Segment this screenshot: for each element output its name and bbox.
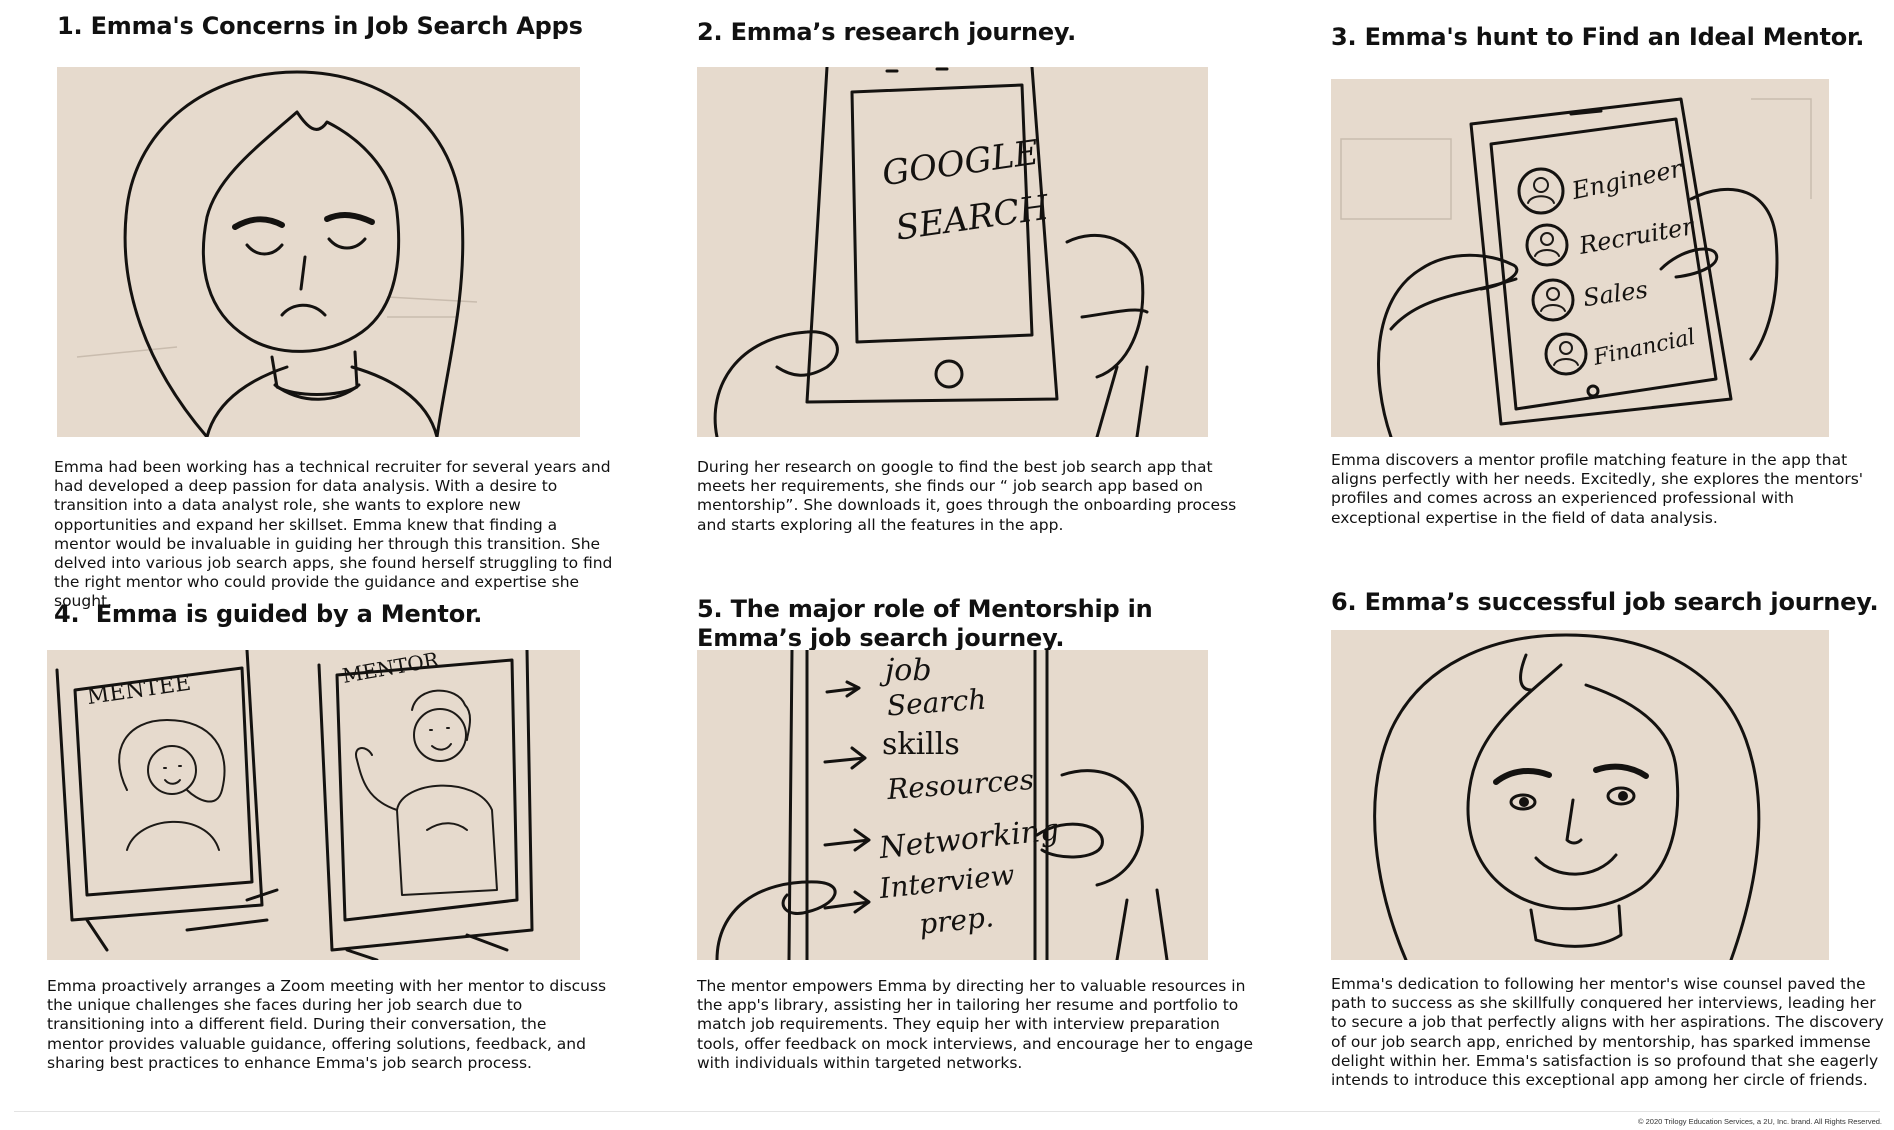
footer-divider bbox=[14, 1111, 1880, 1112]
sketch-engineer-label: Engineer bbox=[1569, 154, 1686, 205]
sketch-financial-label: Financial bbox=[1590, 325, 1697, 371]
copyright-notice: © 2020 Trilogy Education Services, a 2U,… bbox=[1638, 1117, 1882, 1126]
sketch-google-label: GOOGLE bbox=[880, 133, 1042, 195]
zoom-meeting-drawing: MENTEE MENTOR bbox=[55, 650, 534, 960]
phone-google-search-drawing: GOOGLE SEARCH bbox=[713, 67, 1149, 437]
panel-6-caption: Emma's dedication to following her mento… bbox=[1331, 975, 1884, 1090]
sketch-search-label-5: Search bbox=[886, 683, 988, 723]
panel-5-title: 5. The major role of Mentorship in Emma’… bbox=[697, 595, 1153, 652]
panel-4-sketch: MENTEE MENTOR bbox=[47, 650, 580, 960]
panel-6-sketch bbox=[1331, 630, 1829, 960]
sketch-sales-label: Sales bbox=[1581, 275, 1649, 312]
panel-4-title: 4. Emma is guided by a Mentor. bbox=[54, 600, 483, 628]
sketch-recruiter-label: Recruiter bbox=[1576, 212, 1697, 260]
sketch-prep-label: prep. bbox=[918, 900, 996, 941]
panel-4-caption: Emma proactively arranges a Zoom meeting… bbox=[47, 977, 607, 1072]
panel-1-sketch bbox=[57, 67, 580, 437]
sketch-skills-label: skills bbox=[882, 727, 960, 762]
panel-2-sketch: GOOGLE SEARCH bbox=[697, 67, 1208, 437]
phone-resources-menu-drawing: job Search skills Resources Networking I… bbox=[715, 650, 1169, 960]
panel-5-caption: The mentor empowers Emma by directing he… bbox=[697, 977, 1254, 1072]
happy-emma-drawing bbox=[1373, 633, 1761, 960]
panel-5-sketch: job Search skills Resources Networking I… bbox=[697, 650, 1208, 960]
panel-2-title: 2. Emma’s research journey. bbox=[697, 18, 1077, 46]
sketch-mentor-label: MENTOR bbox=[340, 650, 441, 688]
panel-3-sketch: Engineer Recruiter Sales Financial bbox=[1331, 79, 1829, 437]
phone-mentor-list-drawing: Engineer Recruiter Sales Financial bbox=[1340, 97, 1812, 437]
panel-3-title: 3. Emma's hunt to Find an Ideal Mentor. bbox=[1331, 23, 1865, 51]
sketch-interview-label: Interview bbox=[877, 858, 1016, 905]
panel-1-caption: Emma had been working has a technical re… bbox=[54, 458, 613, 611]
sketch-resources-label: Resources bbox=[885, 763, 1035, 806]
panel-3-caption: Emma discovers a mentor profile matching… bbox=[1331, 451, 1864, 527]
panel-1-title: 1. Emma's Concerns in Job Search Apps bbox=[57, 12, 583, 40]
panel-2-caption: During her research on google to find th… bbox=[697, 458, 1237, 534]
sketch-networking-label: Networking bbox=[877, 812, 1061, 866]
panel-6-title: 6. Emma’s successful job search journey. bbox=[1331, 588, 1879, 616]
sketch-mentee-label: MENTEE bbox=[85, 671, 192, 710]
sad-emma-drawing bbox=[76, 70, 478, 437]
sketch-job-label: job bbox=[879, 653, 932, 688]
